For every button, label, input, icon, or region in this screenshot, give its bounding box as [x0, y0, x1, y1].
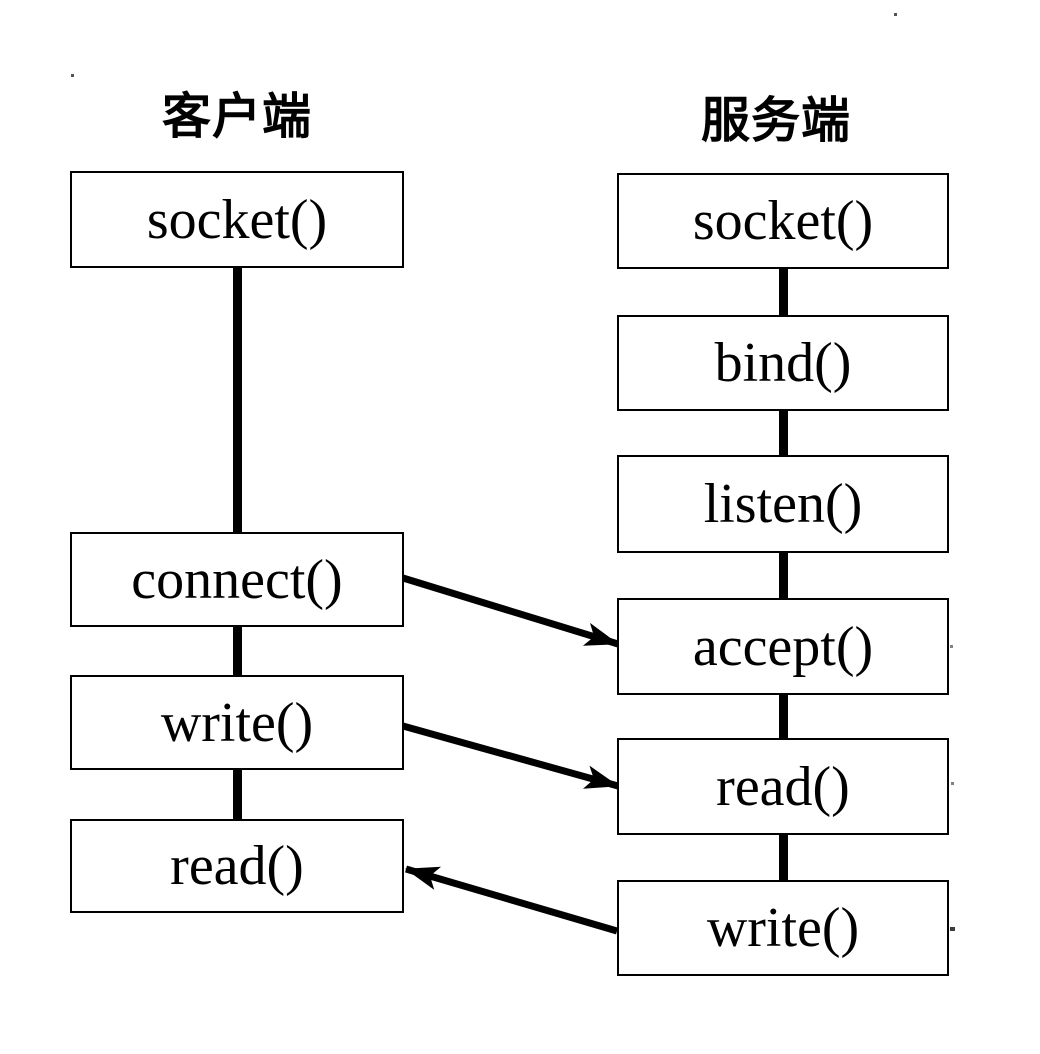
server-box-socket: socket(): [617, 173, 949, 269]
server-box-read: read(): [617, 738, 949, 835]
connector-server-bind-listen: [779, 411, 788, 455]
connector-client-connect-write: [233, 627, 242, 675]
box-label: listen(): [703, 473, 863, 535]
scan-speck: [951, 782, 954, 785]
server-column-title: 服务端: [700, 94, 851, 148]
arrow-serverwrite-to-clientread: [405, 865, 618, 935]
connector-server-accept-read: [779, 695, 788, 738]
box-label: connect(): [131, 548, 343, 611]
box-label: socket(): [692, 190, 874, 252]
connector-client-write-read: [233, 770, 242, 819]
connector-server-socket-bind: [779, 269, 788, 315]
box-label: bind(): [714, 332, 852, 394]
box-label: read(): [170, 835, 304, 897]
server-box-accept: accept(): [617, 598, 949, 695]
scan-speck: [71, 74, 74, 77]
box-label: write(): [706, 897, 860, 959]
server-box-write: write(): [617, 880, 949, 976]
scan-speck: [894, 13, 897, 16]
box-label: write(): [160, 691, 314, 754]
arrow-clientwrite-to-serverread: [402, 722, 619, 790]
client-box-connect: connect(): [70, 532, 404, 627]
box-label: read(): [716, 755, 850, 818]
server-box-bind: bind(): [617, 315, 949, 411]
client-box-read: read(): [70, 819, 404, 913]
client-box-write: write(): [70, 675, 404, 770]
connector-server-read-write: [779, 835, 788, 880]
scan-speck: [950, 645, 953, 648]
scan-speck: [950, 927, 955, 931]
box-label: accept(): [692, 615, 874, 678]
connector-server-listen-accept: [779, 553, 788, 598]
client-box-socket: socket(): [70, 171, 404, 268]
box-label: socket(): [146, 188, 328, 251]
server-box-listen: listen(): [617, 455, 949, 553]
client-column-title: 客户端: [161, 90, 312, 144]
connector-client-socket-connect: [233, 268, 242, 532]
arrow-connect-to-accept: [401, 574, 620, 648]
